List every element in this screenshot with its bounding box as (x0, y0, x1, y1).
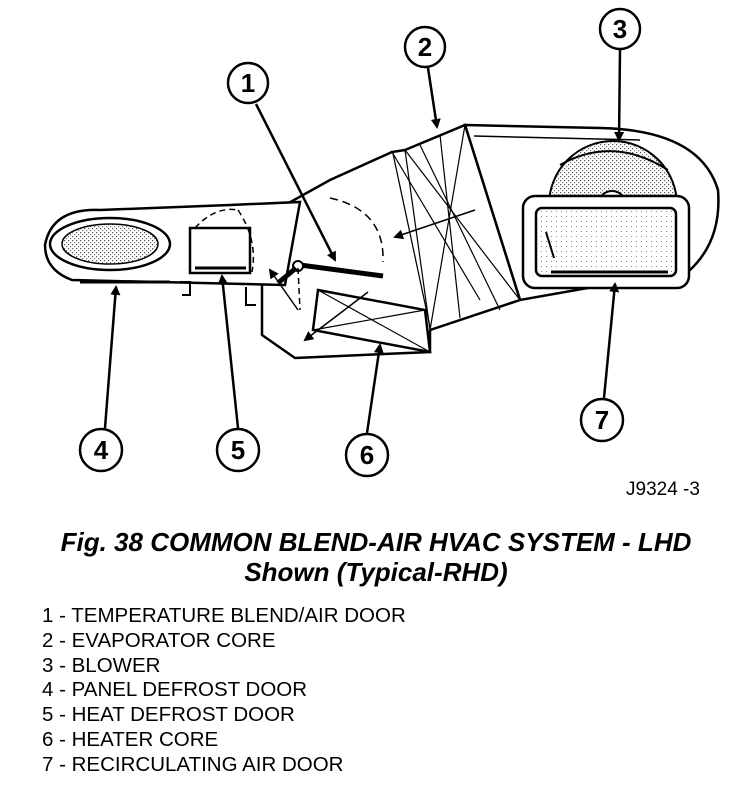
heat-defrost-door (188, 208, 255, 275)
callout-2-number: 2 (418, 32, 432, 62)
figure-reference-code: J9324 -3 (626, 479, 700, 500)
callout-4: 4 (78, 285, 124, 473)
callout-5-number: 5 (231, 435, 245, 465)
legend-item-1: 1 - TEMPERATURE BLEND/AIR DOOR (42, 604, 406, 627)
callout-7-number: 7 (595, 405, 609, 435)
caption-line-2: Shown (Typical-RHD) (244, 557, 508, 587)
caption-line-1: Fig. 38 COMMON BLEND-AIR HVAC SYSTEM - L… (60, 527, 692, 557)
legend-item-3: 3 - BLOWER (42, 653, 161, 677)
callout-1: 1 (226, 61, 337, 262)
legend-item-5: 5 - HEAT DEFROST DOOR (42, 703, 295, 727)
hvac-diagram: 1 2 3 4 5 6 7 (43, 7, 720, 478)
callout-6-number: 6 (360, 440, 374, 470)
callout-5: 5 (215, 274, 261, 473)
callout-4-number: 4 (94, 435, 109, 465)
legend-item-6: 6 - HEATER CORE (42, 727, 219, 751)
callout-7: 7 (579, 282, 625, 443)
legend-item-2: 2 - EVAPORATOR CORE (42, 628, 276, 652)
callout-1-number: 1 (241, 68, 255, 98)
legend-item-4: 4 - PANEL DEFROST DOOR (42, 678, 308, 702)
callout-6: 6 (344, 343, 390, 478)
airflow-arrows (268, 209, 476, 342)
callout-3-number: 3 (613, 14, 627, 44)
recirculating-air-door (521, 194, 691, 290)
callout-2: 2 (403, 25, 447, 129)
evaporator-core (391, 124, 521, 331)
legend-list: 1 - TEMPERATURE BLEND/AIR DOOR 2 - EVAPO… (42, 604, 406, 778)
temperature-blend-door (276, 197, 384, 311)
figure-caption: Fig. 38 COMMON BLEND-AIR HVAC SYSTEM - L… (0, 527, 752, 587)
legend-item-7: 7 - RECIRCULATING AIR DOOR (42, 752, 344, 776)
heater-core (311, 288, 432, 354)
callout-3: 3 (598, 7, 642, 142)
